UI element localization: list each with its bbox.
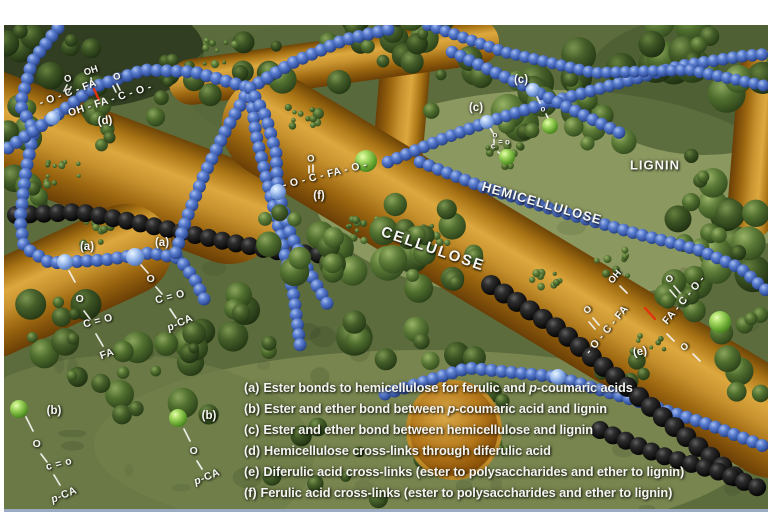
molecular-scene [4,25,768,509]
plant-cell-wall-figure: CELLULOSE HEMICELLULOSE LIGNIN - O - C -… [4,25,768,512]
